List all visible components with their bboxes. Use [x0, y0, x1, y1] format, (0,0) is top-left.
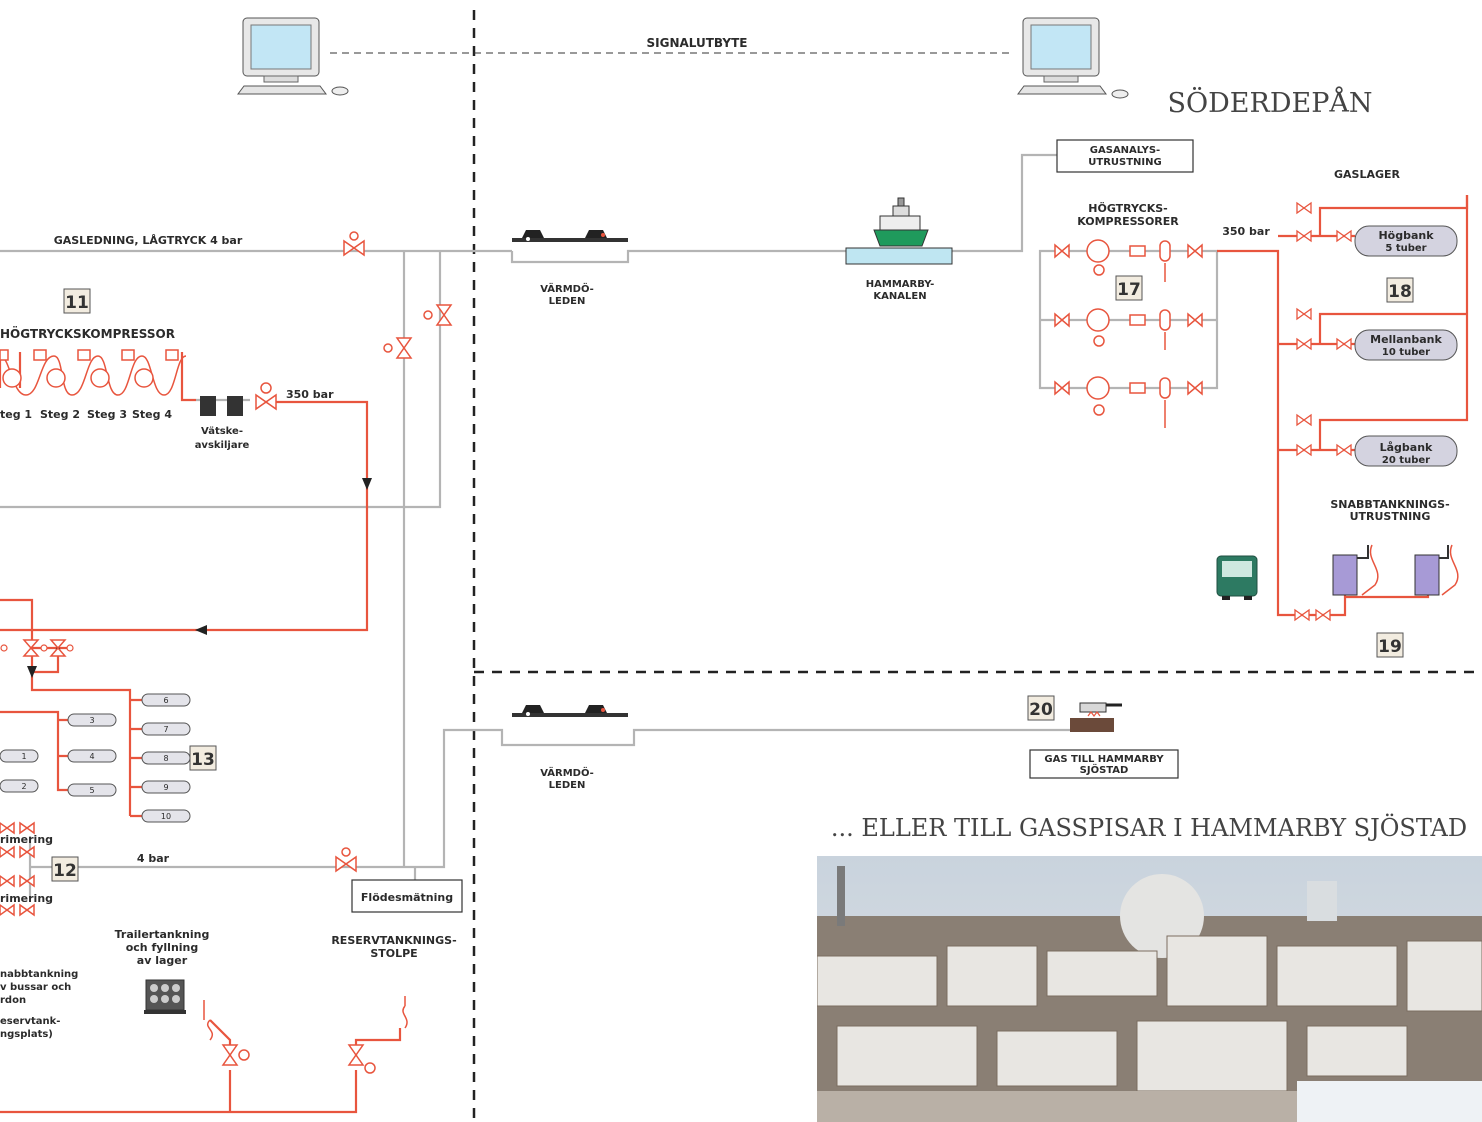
computer-icon-right [1017, 17, 1129, 99]
cylinder-6-label: 6 [163, 696, 168, 705]
hammarby-sjostad-photo [817, 856, 1482, 1122]
varmdo-bottom-label-2: LEDEN [549, 780, 586, 791]
reserve-hose [402, 996, 408, 1029]
step-number-13-label: 13 [191, 750, 215, 770]
storage-bank-high [1354, 225, 1458, 257]
trailer-label-1: Trailertankning [115, 928, 210, 941]
left-fuel-label-4: eservtank- [0, 1016, 60, 1027]
gas-analysis-box [1056, 139, 1194, 173]
computer-icon-left [237, 17, 349, 96]
step-number-19-label: 19 [1378, 637, 1402, 657]
boat-icon [845, 197, 953, 265]
high-bank-label-2: 5 tuber [1385, 243, 1426, 254]
bus-icon [1216, 555, 1258, 600]
varmdo-bottom-label-1: VÄRMDÖ- [540, 765, 594, 779]
stage-2-label: Steg 2 [40, 408, 80, 421]
storage-valves [1294, 201, 1352, 622]
high-bank-label-1: Högbank [1378, 229, 1434, 242]
low-bank-label-2: 20 tuber [1382, 455, 1430, 466]
stage-3-label: Steg 3 [87, 408, 127, 421]
left-fuel-label-1: nabbtankning [0, 969, 78, 980]
storage-bank-low [1354, 435, 1458, 467]
gas-analysis-label-1: GASANALYS- [1090, 145, 1160, 156]
storage-bank-mid [1354, 329, 1458, 361]
step-number-12 [51, 856, 79, 882]
flow-meter-box [351, 879, 463, 913]
pressure-350-left: 350 bar [286, 388, 334, 401]
low-pressure-pipe-label: GASLEDNING, LÅGTRYCK 4 bar [54, 234, 243, 247]
trailer-hose [203, 1000, 213, 1041]
fast-fuel-label-1: SNABBTANKNINGS- [1330, 498, 1449, 511]
priority-valves [0, 821, 35, 917]
pressure-350-right: 350 bar [1222, 225, 1270, 238]
low-bank-label-1: Lågbank [1380, 441, 1433, 454]
cylinder-1-label: 1 [21, 752, 26, 761]
cylinder-4-label: 4 [89, 752, 94, 761]
compressor-stages [0, 349, 187, 396]
hammarby-canal-label-2: KANALEN [873, 291, 926, 302]
step-number-19 [1376, 632, 1404, 658]
step-number-11-label: 11 [65, 293, 89, 313]
reserve-label-2: STOLPE [370, 947, 417, 960]
gas-analysis-label-2: UTRUSTNING [1088, 157, 1161, 168]
soderdepan-title: SÖDERDEPÅN [1168, 85, 1373, 119]
bridge-with-cars-bottom [512, 705, 628, 717]
valve-icon [0, 231, 453, 1074]
step-number-18-label: 18 [1388, 282, 1412, 302]
hp-compressors-label-1: HÖGTRYCKS- [1088, 201, 1167, 215]
gas-storage-label: GASLAGER [1334, 168, 1401, 181]
gas-to-hammarby-label-1: GAS TILL HAMMARBY [1044, 754, 1164, 765]
gas-to-hammarby-box [1029, 749, 1179, 779]
cylinder-10-label: 10 [161, 812, 171, 821]
cylinder-9-label: 9 [163, 783, 168, 792]
mid-bank-label-2: 10 tuber [1382, 347, 1430, 358]
bridge-with-cars-top [512, 230, 628, 242]
cylinder-5-label: 5 [89, 786, 94, 795]
step-number-20 [1027, 695, 1055, 721]
flow-meter-label: Flödesmätning [361, 891, 453, 904]
hp-compressors-label-2: KOMPRESSORER [1077, 215, 1179, 228]
fast-fuel-label-2: UTRUSTNING [1350, 510, 1431, 523]
step-number-17 [1115, 275, 1143, 301]
compressor-label: HÖGTRYCKSKOMPRESSOR [0, 326, 175, 341]
reserve-label-1: RESERVTANKNINGS- [331, 934, 456, 947]
separator-label-2: avskiljare [195, 440, 250, 451]
step-number-18 [1386, 277, 1414, 303]
left-fuel-label-3: rdon [0, 995, 26, 1006]
step-number-20-label: 20 [1029, 700, 1053, 720]
cylinder-7-label: 7 [163, 725, 168, 734]
mid-bank-label-1: Mellanbank [1370, 333, 1442, 346]
step-number-17-label: 17 [1117, 280, 1141, 300]
fuel-dispenser-icon [1332, 544, 1459, 596]
signal-exchange-label: SIGNALUTBYTE [647, 36, 748, 50]
step-number-13 [189, 745, 217, 771]
gas-stoves-title: ... ELLER TILL GASSPISAR I HAMMARBY SJÖS… [831, 813, 1467, 842]
priority-label-a: rimering [0, 833, 53, 846]
compressor-trains [1054, 239, 1203, 428]
priority-label-b: rimering [0, 892, 53, 905]
trailer-icon [144, 979, 186, 1014]
trailer-label-3: av lager [137, 954, 188, 967]
cylinder-8-label: 8 [163, 754, 168, 763]
varmdo-top-label-1: VÄRMDÖ- [540, 281, 594, 295]
hammarby-canal-label-1: HAMMARBY- [866, 279, 934, 290]
cylinder-3-label: 3 [89, 716, 94, 725]
cylinder-2-label: 2 [21, 782, 26, 791]
area-boundaries [330, 10, 1482, 1122]
pressure-4-label: 4 bar [137, 852, 170, 865]
storage-cylinders [0, 693, 191, 823]
step-number-12-label: 12 [53, 861, 77, 881]
separator-label-1: Vätske- [201, 426, 243, 437]
stage-4-label: Steg 4 [132, 408, 172, 421]
gas-to-hammarby-label-2: SJÖSTAD [1080, 762, 1129, 776]
left-fuel-label-2: v bussar och [0, 982, 71, 993]
trailer-label-2: och fyllning [126, 941, 199, 954]
varmdo-top-label-2: LEDEN [549, 296, 586, 307]
left-fuel-label-5: ngsplats) [0, 1029, 53, 1040]
stage-1-label: teg 1 [0, 408, 32, 421]
gas-stove-icon [1070, 702, 1122, 732]
liquid-separator-icon [196, 396, 250, 416]
step-number-11 [63, 288, 91, 314]
